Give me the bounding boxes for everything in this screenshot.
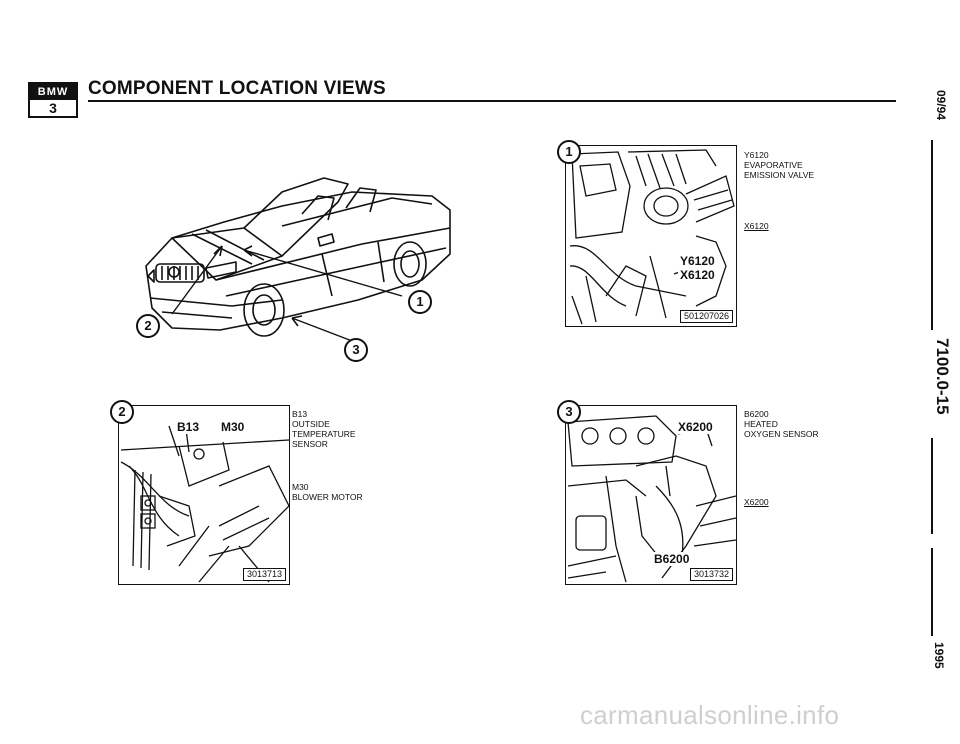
page-title: COMPONENT LOCATION VIEWS [88, 78, 386, 99]
logo-brand-text: BMW [30, 84, 76, 100]
margin-date: 09/94 [934, 90, 948, 121]
margin-page-number: 7100.0-15 [933, 338, 952, 415]
legend-code-b6200: B6200 [744, 409, 769, 419]
bmw-3-series-logo: BMW 3 [28, 82, 78, 118]
view-1-legend-secondary: X6120 [744, 221, 769, 231]
view-3-number: 3 [557, 400, 581, 424]
convertible-car-icon [145, 177, 451, 345]
legend-desc-line: EMISSION VALVE [744, 170, 815, 180]
overview-callout-2: 2 [136, 314, 160, 338]
legend-code-y6120: Y6120 [744, 150, 769, 160]
view-3-photo-id: 3013732 [689, 568, 733, 581]
view-3-photo-panel: X6200 B6200 3013732 [565, 405, 737, 585]
view-1-number: 1 [557, 140, 581, 164]
legend-desc-line: HEATED [744, 419, 778, 429]
margin-year: 1995 [932, 642, 946, 669]
margin-rule-middle [931, 438, 933, 534]
legend-desc-line: TEMPERATURE [292, 429, 356, 439]
car-overview-illustration: 1 2 3 [132, 168, 462, 362]
margin-rule-top [931, 140, 933, 330]
legend-code-m30: M30 [292, 482, 309, 492]
legend-desc-line: EVAPORATIVE [744, 160, 803, 170]
sensor-blower-diagram [120, 421, 289, 583]
view-3-label-x6200: X6200 [676, 420, 715, 434]
view-2-photo-id: 3013713 [242, 568, 286, 581]
view-1-photo-panel: Y6120 X6120 501207026 [565, 145, 737, 327]
margin-rule-bottom [931, 548, 933, 636]
header-divider [88, 100, 896, 102]
logo-series-text: 3 [49, 100, 57, 116]
legend-code-x6200: X6200 [744, 497, 769, 507]
view-2-photo-panel: B13 M30 3013713 [118, 405, 290, 585]
legend-code-b13: B13 [292, 409, 308, 419]
view-2-label-b13: B13 [175, 420, 202, 434]
site-watermark: carmanualsonline.info [580, 700, 840, 730]
legend-desc-line: OXYGEN SENSOR [744, 429, 819, 439]
legend-desc-line: SENSOR [292, 439, 328, 449]
evap-valve-diagram [569, 149, 735, 325]
view-3-legend: B6200 HEATED OXYGEN SENSOR [744, 409, 819, 439]
view-2-legend-secondary: M30 BLOWER MOTOR [292, 482, 363, 502]
overview-callout-3: 3 [344, 338, 368, 362]
view-2-number: 2 [110, 400, 134, 424]
legend-desc-line: OUTSIDE [292, 419, 330, 429]
view-3-label-b6200: B6200 [652, 552, 692, 566]
view-3-legend-secondary: X6200 [744, 497, 769, 507]
view-1-photo-id: 501207026 [679, 310, 733, 323]
legend-code-x6120: X6120 [744, 221, 769, 231]
view-1-label-y6120: Y6120 [678, 254, 717, 268]
view-1-label-x6120: X6120 [678, 268, 717, 282]
legend-desc-line: BLOWER MOTOR [292, 492, 363, 502]
view-1-legend: Y6120 EVAPORATIVE EMISSION VALVE [744, 150, 814, 180]
view-2-label-m30: M30 [219, 420, 247, 434]
overview-callout-1: 1 [408, 290, 432, 314]
view-2-legend: B13 OUTSIDE TEMPERATURE SENSOR [292, 409, 356, 449]
